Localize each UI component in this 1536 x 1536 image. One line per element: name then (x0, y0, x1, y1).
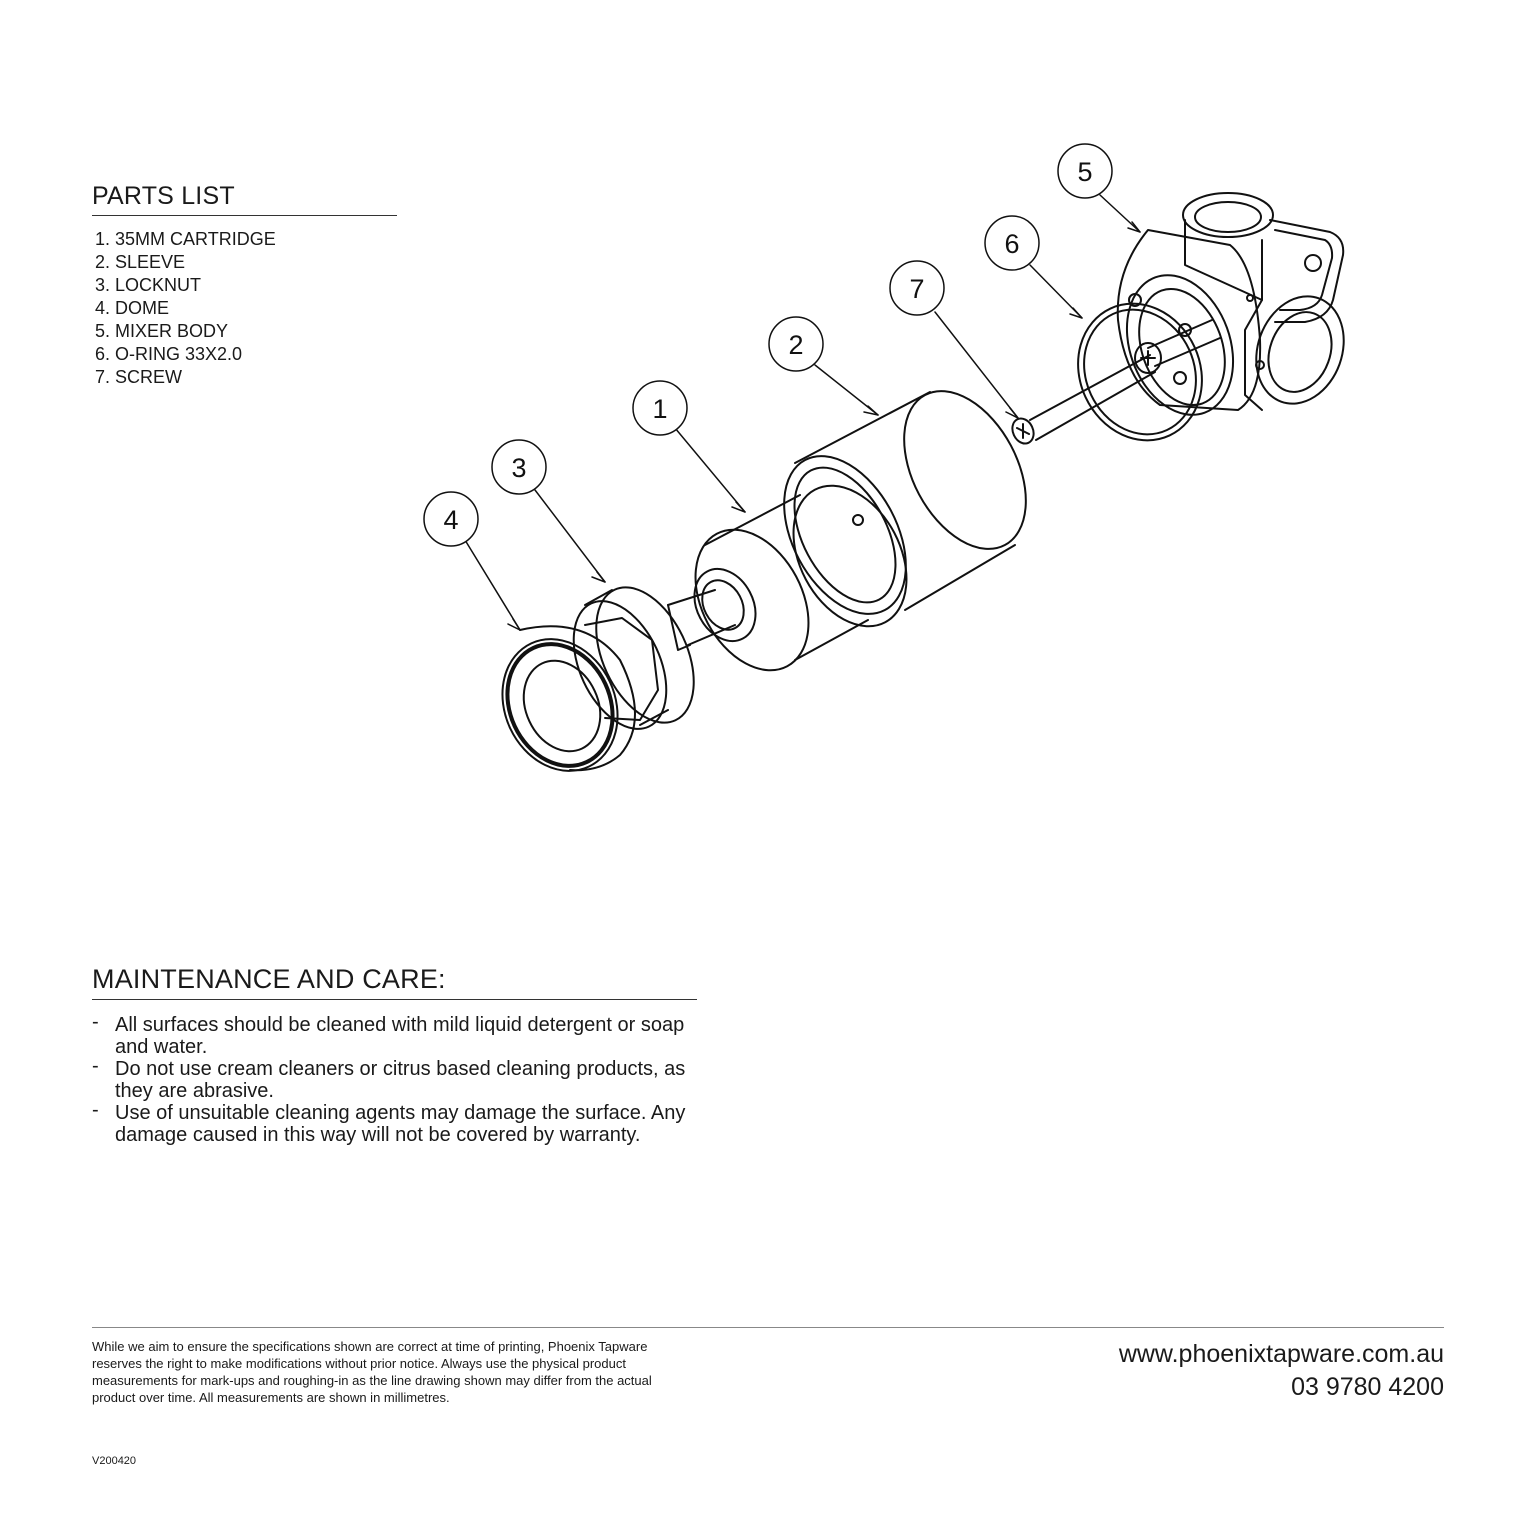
parts-list-item: 1. 35MM CARTRIDGE (95, 229, 276, 249)
svg-text:7: 7 (909, 274, 924, 304)
version-code: V200420 (92, 1455, 137, 1467)
parts-list: 1. 35MM CARTRIDGE 2. SLEEVE 3. LOCKNUT 4… (95, 228, 397, 389)
svg-text:1: 1 (652, 394, 667, 424)
svg-text:6: 6 (1004, 229, 1019, 259)
o-ring-part (1077, 302, 1203, 442)
mixer-body-part (1116, 192, 1345, 416)
parts-list-item: 4. DOME (95, 298, 170, 318)
maintenance-title: MAINTENANCE AND CARE: (92, 964, 697, 1000)
callout-1: 1 (632, 380, 688, 436)
exploded-assembly-diagram: 5 6 7 2 1 3 4 (423, 143, 1345, 772)
maintenance-item: -Do not use cream cleaners or citrus bas… (92, 1055, 686, 1102)
cartridge-part (667, 484, 908, 672)
parts-list-item: 3. LOCKNUT (95, 275, 202, 295)
contact-block: www.phoenixtapware.com.au 03 9780 4200 (1119, 1338, 1444, 1404)
parts-list-title: PARTS LIST (92, 182, 397, 216)
maintenance-item: -All surfaces should be cleaned with mil… (92, 1011, 685, 1058)
callout-7: 7 (889, 260, 945, 316)
svg-text:2: 2 (788, 330, 803, 360)
callout-4: 4 (423, 491, 479, 547)
footer-divider (92, 1327, 1444, 1328)
svg-text:4: 4 (443, 505, 458, 535)
parts-list-item: 5. MIXER BODY (95, 321, 229, 341)
svg-text:3: 3 (511, 453, 526, 483)
parts-list-item: 6. O-RING 33X2.0 (95, 344, 243, 364)
maintenance-item: -Use of unsuitable cleaning agents may d… (92, 1099, 686, 1146)
callout-2: 2 (768, 316, 824, 372)
dome-part (501, 625, 636, 772)
phone-number: 03 9780 4200 (1291, 1373, 1444, 1401)
callout-6: 6 (984, 215, 1040, 271)
parts-list-section: PARTS LIST 1. 35MM CARTRIDGE 2. SLEEVE 3… (92, 182, 397, 389)
website-link[interactable]: www.phoenixtapware.com.au (1118, 1340, 1444, 1368)
maintenance-list: -All surfaces should be cleaned with mil… (92, 1011, 697, 1146)
callout-3: 3 (491, 439, 547, 495)
parts-list-item: 7. SCREW (95, 367, 183, 387)
callout-5: 5 (1057, 143, 1113, 199)
maintenance-section: MAINTENANCE AND CARE: -All surfaces shou… (92, 964, 697, 1146)
callout-leaders (464, 194, 1141, 631)
parts-list-item: 2. SLEEVE (95, 252, 186, 272)
screw-part (1011, 319, 1221, 445)
svg-text:5: 5 (1077, 157, 1092, 187)
disclaimer-text: While we aim to ensure the specification… (92, 1339, 652, 1405)
